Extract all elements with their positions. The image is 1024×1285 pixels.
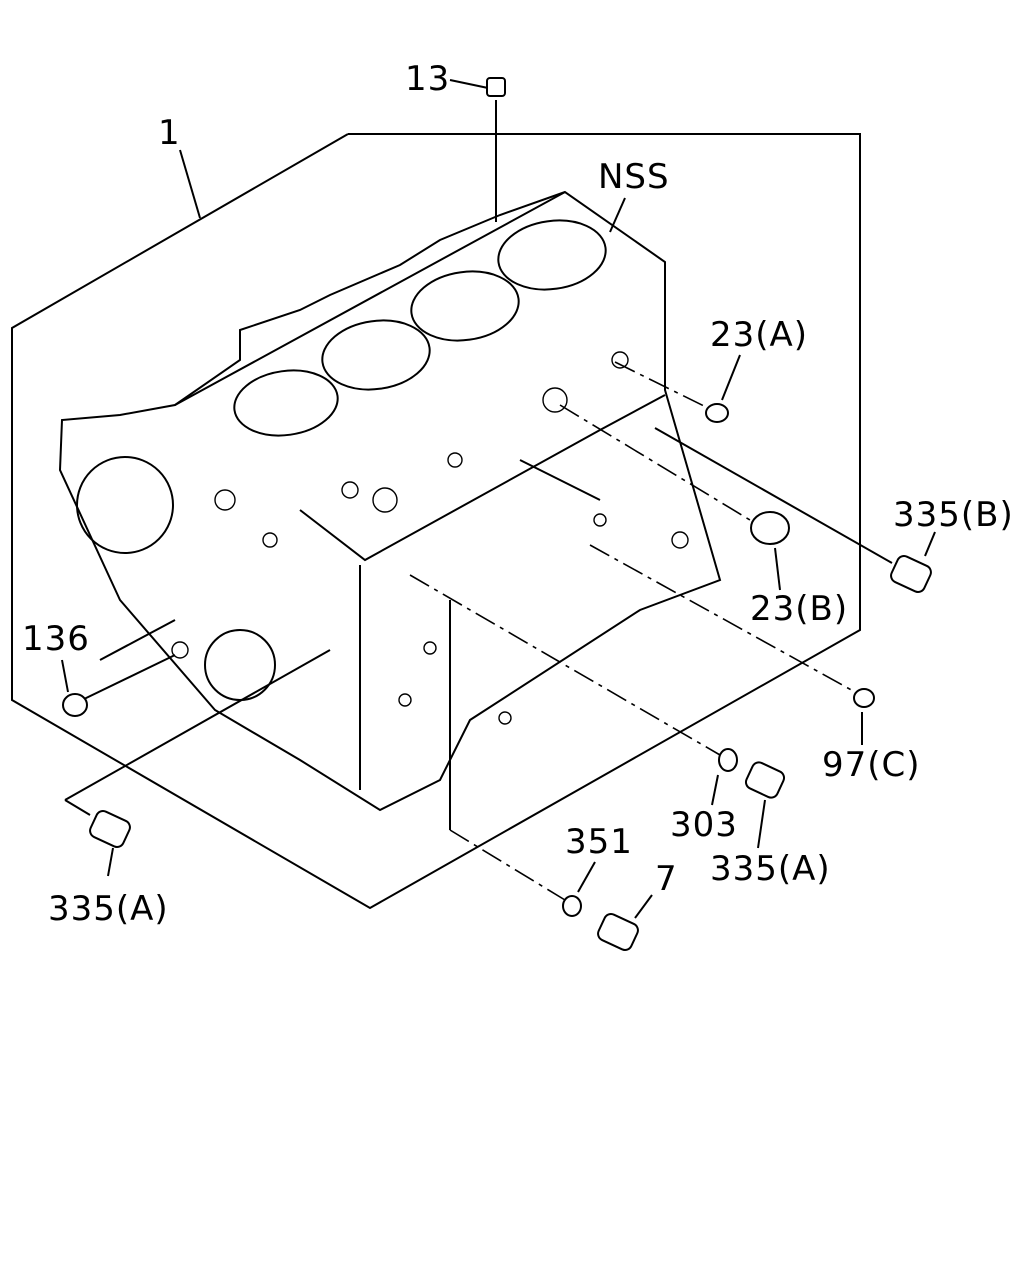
callout-23a: 23(A)	[710, 315, 809, 355]
callout-335b: 335(B)	[893, 495, 1014, 535]
axis-303	[409, 574, 721, 756]
callout-351: 351	[565, 822, 633, 862]
callout-nss: NSS	[598, 157, 670, 197]
leader-1	[179, 149, 201, 219]
axis-136-a	[99, 619, 176, 661]
plug-23a-part	[705, 403, 729, 423]
callout-7: 7	[655, 859, 678, 899]
leader-23a	[721, 354, 741, 401]
leader-7	[634, 894, 653, 919]
washer-351-part	[562, 895, 582, 917]
callout-303: 303	[670, 805, 738, 845]
leader-335a-right	[757, 799, 766, 849]
callout-97c: 97(C)	[822, 745, 921, 785]
plug-23b-part	[750, 511, 790, 545]
leader-nss	[609, 197, 626, 233]
callout-23b: 23(B)	[750, 589, 849, 629]
axis-351-b	[449, 829, 566, 901]
plug-335a-right-part	[744, 761, 786, 799]
leader-303	[711, 774, 719, 806]
callout-1: 1	[158, 113, 181, 153]
callout-13: 13	[405, 59, 451, 99]
axis-335a-left	[64, 649, 331, 801]
axis-335b	[654, 427, 893, 564]
plug-13-part	[486, 77, 506, 97]
axis-97c	[589, 544, 856, 693]
plug-335b-part	[890, 555, 932, 593]
plug-7-part	[597, 913, 639, 951]
plug-97c-part	[853, 688, 875, 708]
leader-335b	[924, 531, 936, 557]
axis-23a	[614, 361, 709, 409]
callout-335a-right: 335(A)	[710, 849, 831, 889]
leader-335a-left	[107, 847, 114, 877]
leader-351	[577, 861, 596, 893]
axis-335a-left-b	[64, 799, 91, 816]
leader-13	[449, 79, 489, 89]
axis-136-b	[81, 654, 176, 701]
assembly-outline	[11, 133, 861, 910]
plug-136-part	[62, 693, 88, 717]
leader-23b	[774, 547, 781, 591]
plug-335a-left-part	[89, 810, 131, 848]
callout-335a-left: 335(A)	[48, 889, 169, 929]
leader-136	[61, 659, 69, 693]
callout-136: 136	[22, 619, 90, 659]
washer-303-part	[718, 748, 738, 772]
cylinder-block	[58, 190, 722, 812]
